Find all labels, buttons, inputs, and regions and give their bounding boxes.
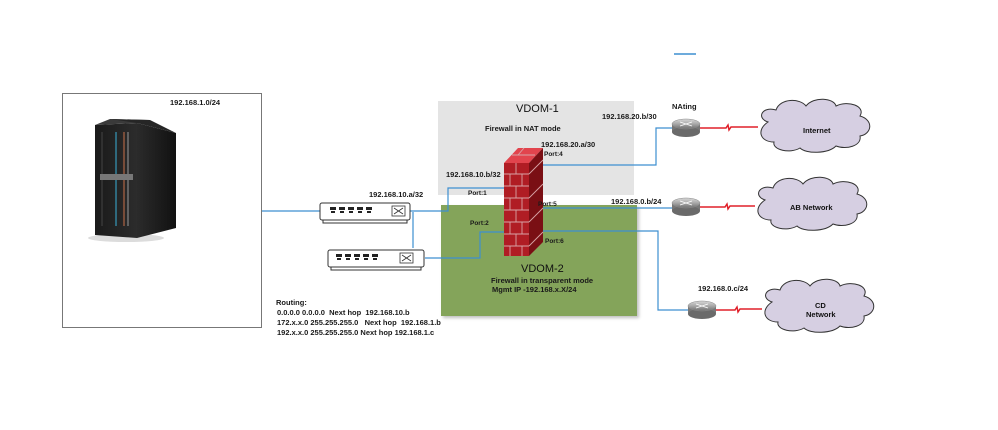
router-ab-ip: 192.168.0.b/24 [611, 197, 662, 206]
wan-links [700, 123, 762, 314]
router-internet-ip: 192.168.20.b/30 [602, 112, 657, 121]
vdom1-subtitle: Firewall in NAT mode [485, 124, 561, 133]
cloud-internet-label: Internet [803, 126, 831, 135]
route-row: 0.0.0.0 0.0.0.0 Next hop 192.168.10.b [277, 308, 410, 317]
lan-segment-box [62, 93, 262, 328]
port4-ip-label: 192.168.20.a/30 [541, 140, 596, 149]
router-cd-ip: 192.168.0.c/24 [698, 284, 749, 293]
firewall-icon [504, 147, 544, 256]
cloud-cd-label-1: CD [815, 301, 826, 310]
link-switch2-port2 [425, 231, 505, 259]
vdom2-title: VDOM-2 [521, 263, 564, 275]
cloud-ab-icon [757, 176, 868, 231]
port1-label: Port:1 [468, 190, 487, 197]
port4-label: Port:4 [544, 151, 563, 158]
vdom2-mgmt-ip: Mgmt IP -192.168.x.X/24 [492, 285, 577, 294]
nating-label: NAting [672, 102, 697, 111]
lan-subnet-label: 192.168.1.0/24 [170, 98, 221, 107]
port2-label: Port:2 [470, 220, 489, 227]
vdom2-subtitle: Firewall in transparent mode [491, 276, 594, 285]
routing-header: Routing: [276, 298, 307, 307]
switch-2-icon [327, 249, 425, 271]
link-port6-router [540, 230, 690, 311]
cloud-ab-label: AB Network [790, 203, 833, 212]
vdom1-title: VDOM-1 [516, 103, 559, 115]
port6-label: Port:6 [545, 238, 564, 245]
cloud-cd-label-2: Network [806, 310, 836, 319]
switch-1-icon [319, 202, 411, 224]
switch1-ip-label: 192.168.10.a/32 [369, 190, 424, 199]
port1-ip-label: 192.168.10.b/32 [446, 170, 501, 179]
router-internet-icon [671, 118, 701, 137]
wan-link-ab [700, 202, 755, 211]
lan-links [262, 127, 690, 311]
link-switch1-port1 [405, 187, 505, 212]
server-icon [88, 119, 176, 242]
route-row: 172.x.x.0 255.255.255.0 Next hop 192.168… [277, 318, 441, 327]
cloud-cd-icon [764, 278, 875, 333]
route-row: 192.x.x.0 255.255.255.0 Next hop 192.168… [277, 328, 435, 337]
wan-link-internet [700, 123, 758, 132]
port5-label: Port:5 [538, 201, 557, 208]
routing-table: Routing: 0.0.0.0 0.0.0.0 Next hop 192.16… [276, 298, 441, 338]
router-cd-icon [687, 300, 717, 319]
link-port4-router [540, 127, 672, 166]
cloud-internet-icon [760, 98, 871, 153]
router-ab-icon [671, 197, 701, 216]
wan-link-cd [714, 305, 762, 314]
